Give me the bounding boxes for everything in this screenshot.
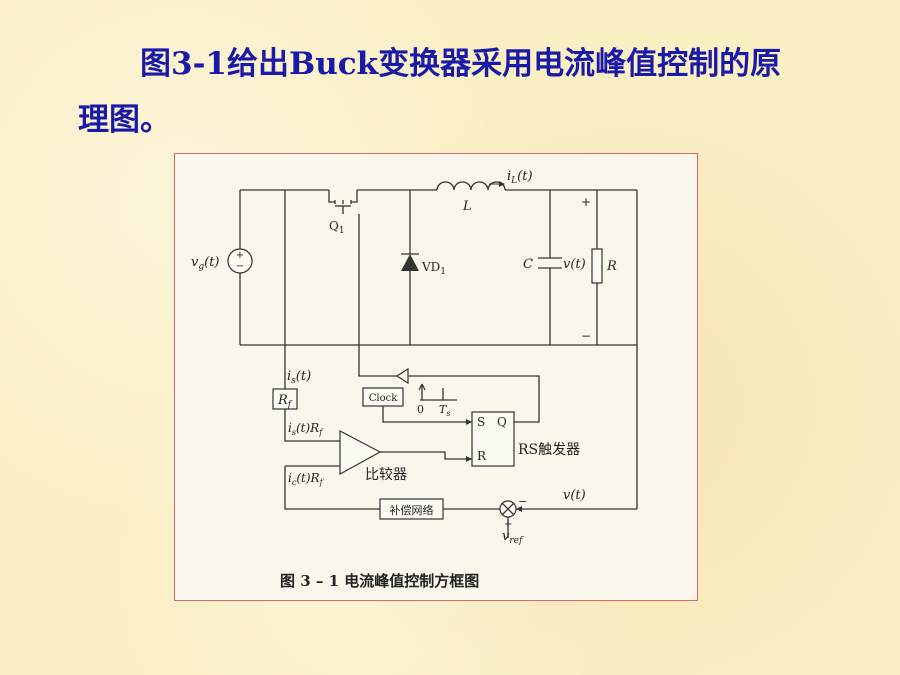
- power-stage-wires: [239, 189, 638, 509]
- clock-label: Clock: [369, 393, 398, 404]
- diode: VD1: [401, 253, 446, 277]
- capacitor-label: C: [523, 257, 533, 272]
- comparator-input-1-label: is(t)Rf: [288, 421, 324, 437]
- sum-minus-sign: −: [518, 495, 527, 508]
- rs-flip-flop: S Q R RS触发器: [358, 214, 580, 467]
- mosfet-switch: Q1: [328, 190, 358, 236]
- capacitor: C v(t): [523, 257, 586, 272]
- sum-plus-sign: +: [504, 519, 512, 530]
- latch-s-label: S: [477, 415, 485, 429]
- sense-current-label: is(t): [287, 369, 311, 386]
- vref-label: vref: [502, 529, 524, 546]
- source-label: vg(t): [191, 255, 220, 272]
- resistor-label: R: [606, 259, 617, 274]
- inductor-current-label: iL(t): [507, 169, 533, 186]
- output-voltage-label: v(t): [563, 257, 586, 272]
- source-plus-sign: +: [236, 250, 244, 261]
- switch-label: Q1: [329, 219, 345, 236]
- ts-label: Ts: [439, 403, 450, 418]
- comparator-input-2-label: ic(t)Rf: [288, 471, 325, 487]
- feedback-voltage-label: v(t): [563, 488, 586, 503]
- circuit-figure: + − vg(t) Q1 L iL(t) VD1 C v(t) R + −: [174, 153, 698, 601]
- source-minus-sign: −: [236, 261, 244, 272]
- output-plus-sign: +: [581, 195, 591, 209]
- inductor: L iL(t): [436, 169, 533, 214]
- inductor-label: L: [462, 199, 472, 214]
- slide-caption: 图3-1给出Buck变换器采用电流峰值控制的原 理图。: [78, 36, 868, 148]
- caption-line-1: 图3-1给出Buck变换器采用电流峰值控制的原: [140, 46, 782, 82]
- output-minus-sign: −: [581, 329, 591, 343]
- voltage-feedback: v(t) − + vref 补偿网络: [379, 488, 637, 546]
- latch-q-label: Q: [497, 415, 507, 429]
- latch-name-label: RS触发器: [518, 442, 580, 458]
- comp-network-label: 补偿网络: [390, 503, 434, 517]
- sense-resistor-label: Rf: [277, 393, 293, 410]
- current-sense: is(t) Rf is(t)Rf: [272, 369, 340, 442]
- ts-zero-label: 0: [417, 403, 424, 416]
- clock-block: Clock 0 Ts: [362, 383, 472, 425]
- latch-r-label: R: [477, 449, 487, 463]
- diode-label: VD1: [421, 260, 446, 277]
- caption-line-2: 理图。: [78, 102, 171, 138]
- circuit-diagram: + − vg(t) Q1 L iL(t) VD1 C v(t) R + −: [191, 169, 638, 590]
- figure-caption: 图 3 – 1 电流峰值控制方框图: [280, 572, 479, 590]
- comparator: 比较器 ic(t)Rf: [284, 430, 472, 510]
- comparator-label: 比较器: [365, 467, 407, 483]
- voltage-source: + − vg(t): [191, 248, 253, 274]
- load-resistor: R + −: [581, 195, 617, 343]
